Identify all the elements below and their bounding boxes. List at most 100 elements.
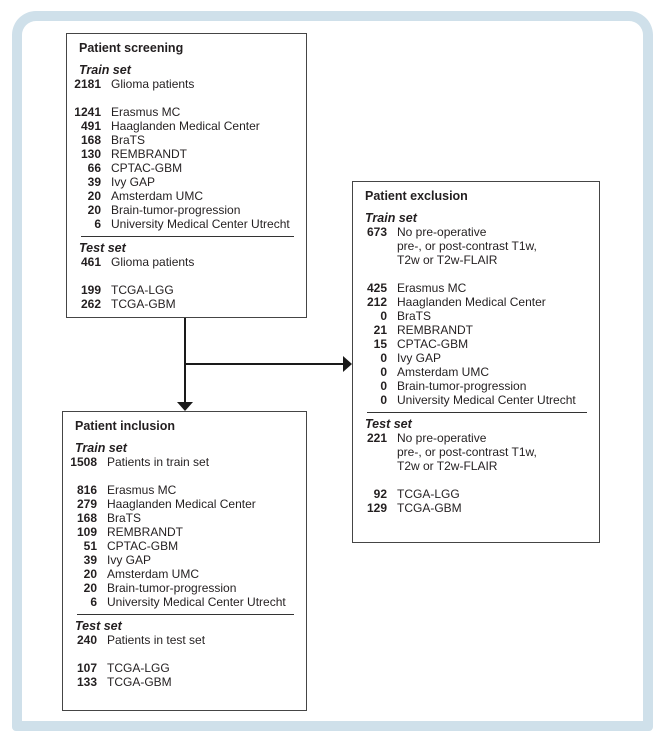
row-value: 20 bbox=[83, 581, 97, 595]
row-label: TCGA-GBM bbox=[397, 501, 462, 515]
row-label-line: Ivy GAP bbox=[107, 553, 152, 567]
row-value: 129 bbox=[366, 501, 387, 515]
data-row: 109 REMBRANDT bbox=[67, 525, 296, 539]
row-spacer bbox=[71, 269, 296, 283]
row-label-line: TCGA-GBM bbox=[107, 675, 172, 689]
arrow-right-icon bbox=[343, 356, 352, 372]
row-label: Amsterdam UMC bbox=[107, 567, 199, 581]
row-value: 109 bbox=[76, 525, 97, 539]
row-label-line: Glioma patients bbox=[111, 77, 195, 91]
row-label: Amsterdam UMC bbox=[397, 365, 489, 379]
row-value: 0 bbox=[380, 309, 387, 323]
row-label-line: Ivy GAP bbox=[397, 351, 442, 365]
row-label-line: University Medical Center Utrecht bbox=[111, 217, 290, 231]
row-label-line: Amsterdam UMC bbox=[111, 189, 204, 203]
row-spacer bbox=[67, 647, 296, 661]
row-label-line: Patients in test set bbox=[107, 633, 206, 647]
row-label-line: University Medical Center Utrecht bbox=[107, 595, 286, 609]
row-label: Ivy GAP bbox=[107, 553, 151, 567]
row-label-line: T2w or T2w-FLAIR bbox=[397, 253, 498, 267]
data-row: 168 BraTS bbox=[71, 133, 296, 147]
row-value: 15 bbox=[373, 337, 387, 351]
section-header: Test set bbox=[75, 619, 122, 633]
row-label: Glioma patients bbox=[111, 255, 194, 269]
row-label-line: REMBRANDT bbox=[107, 525, 184, 539]
row-value: 107 bbox=[76, 661, 97, 675]
connector-vertical-line bbox=[184, 318, 186, 404]
section-header: Train set bbox=[75, 441, 127, 455]
row-label-line: Brain-tumor-progression bbox=[111, 203, 241, 217]
row-label: CPTAC-GBM bbox=[107, 539, 178, 553]
row-label: BraTS bbox=[111, 133, 145, 147]
data-row: 1241 Erasmus MC bbox=[71, 105, 296, 119]
row-label: Erasmus MC bbox=[111, 105, 180, 119]
row-label: Patients in test set bbox=[107, 633, 205, 647]
row-label-line: Brain-tumor-progression bbox=[397, 379, 527, 393]
row-label: Glioma patients bbox=[111, 77, 194, 91]
row-value: 6 bbox=[94, 217, 101, 231]
row-value: 1241 bbox=[74, 105, 101, 119]
data-row: 240 Patients in test set bbox=[67, 633, 296, 647]
row-label-line: TCGA-GBM bbox=[397, 501, 462, 515]
data-row: 6 University Medical Center Utrecht bbox=[71, 217, 296, 231]
row-value: 212 bbox=[366, 295, 387, 309]
data-row: 6 University Medical Center Utrecht bbox=[67, 595, 296, 609]
row-label: BraTS bbox=[107, 511, 141, 525]
row-label-line: Brain-tumor-progression bbox=[107, 581, 237, 595]
row-label-line: TCGA-GBM bbox=[111, 297, 176, 311]
data-row: 212 Haaglanden Medical Center bbox=[357, 295, 589, 309]
row-value: 168 bbox=[80, 133, 101, 147]
row-value: 92 bbox=[373, 487, 387, 501]
row-label: TCGA-GBM bbox=[111, 297, 176, 311]
row-spacer bbox=[357, 267, 589, 281]
row-label: REMBRANDT bbox=[397, 323, 473, 337]
row-label-line: T2w or T2w-FLAIR bbox=[397, 459, 498, 473]
row-label-line: Haaglanden Medical Center bbox=[107, 497, 256, 511]
section-divider bbox=[77, 614, 294, 615]
row-label: University Medical Center Utrecht bbox=[397, 393, 576, 407]
row-label: Haaglanden Medical Center bbox=[107, 497, 256, 511]
row-value: 673 bbox=[366, 225, 387, 239]
row-label: TCGA-LGG bbox=[107, 661, 170, 675]
row-value: 221 bbox=[366, 431, 387, 445]
row-label: REMBRANDT bbox=[107, 525, 183, 539]
row-label: REMBRANDT bbox=[111, 147, 187, 161]
row-label: Brain-tumor-progression bbox=[107, 581, 236, 595]
section-header: Train set bbox=[365, 211, 417, 225]
row-value: 279 bbox=[76, 497, 97, 511]
row-label-line: BraTS bbox=[107, 511, 142, 525]
row-value: 262 bbox=[80, 297, 101, 311]
row-label: TCGA-LGG bbox=[111, 283, 174, 297]
row-label-line: pre-, or post-contrast T1w, bbox=[397, 445, 537, 459]
row-value: 130 bbox=[80, 147, 101, 161]
row-spacer bbox=[357, 473, 589, 487]
row-label: TCGA-LGG bbox=[397, 487, 460, 501]
data-row: 92 TCGA-LGG bbox=[357, 487, 589, 501]
row-label-line: Haaglanden Medical Center bbox=[397, 295, 546, 309]
row-label-line: TCGA-LGG bbox=[107, 661, 170, 675]
row-value: 6 bbox=[90, 595, 97, 609]
row-value: 21 bbox=[373, 323, 387, 337]
row-label: Erasmus MC bbox=[397, 281, 466, 295]
row-label: Ivy GAP bbox=[397, 351, 441, 365]
patient-inclusion-title: Patient inclusion bbox=[75, 419, 176, 433]
row-label-line: CPTAC-GBM bbox=[107, 539, 179, 553]
row-value: 240 bbox=[76, 633, 97, 647]
row-label: Brain-tumor-progression bbox=[397, 379, 526, 393]
